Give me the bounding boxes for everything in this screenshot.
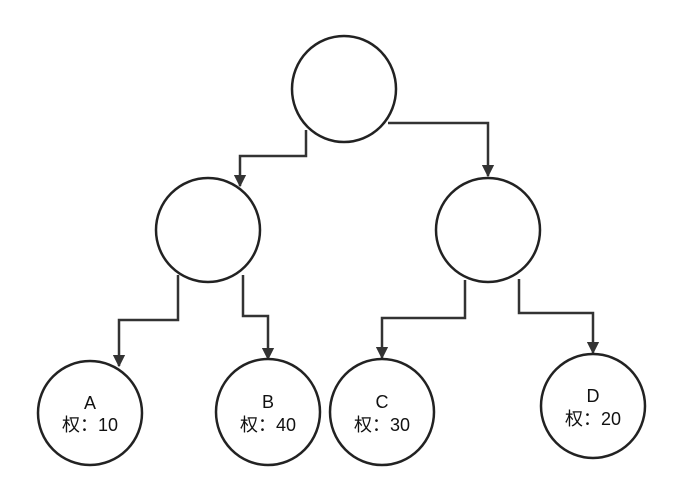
leaf-a-weight: 权：10 [62,415,118,435]
node-root [290,34,398,144]
leaf-c-letter: C [376,392,389,412]
leaf-c-weight: 权：30 [354,415,410,435]
leaf-d-letter: D [587,386,600,406]
edge-root-left-internal [233,130,308,188]
node-right-internal [434,176,542,284]
edge-right-internal-leaf-d [517,279,600,355]
edge-left-internal-leaf-b [241,275,275,361]
node-leaf-b: B 权：40 [214,357,322,467]
edge-root-right-internal [388,121,495,178]
leaf-d-weight: 权：20 [565,409,621,429]
leaf-a-letter: A [84,393,96,413]
leaf-b-letter: B [262,392,274,412]
edge-left-internal-leaf-a [112,275,180,368]
edge-right-internal-leaf-c [375,280,467,360]
node-leaf-c: C 权：30 [328,357,436,467]
node-leaf-a: A 权：10 [36,359,144,467]
leaf-b-weight: 权：40 [240,415,296,435]
node-left-internal [154,176,262,284]
node-leaf-d: D 权：20 [539,352,647,460]
